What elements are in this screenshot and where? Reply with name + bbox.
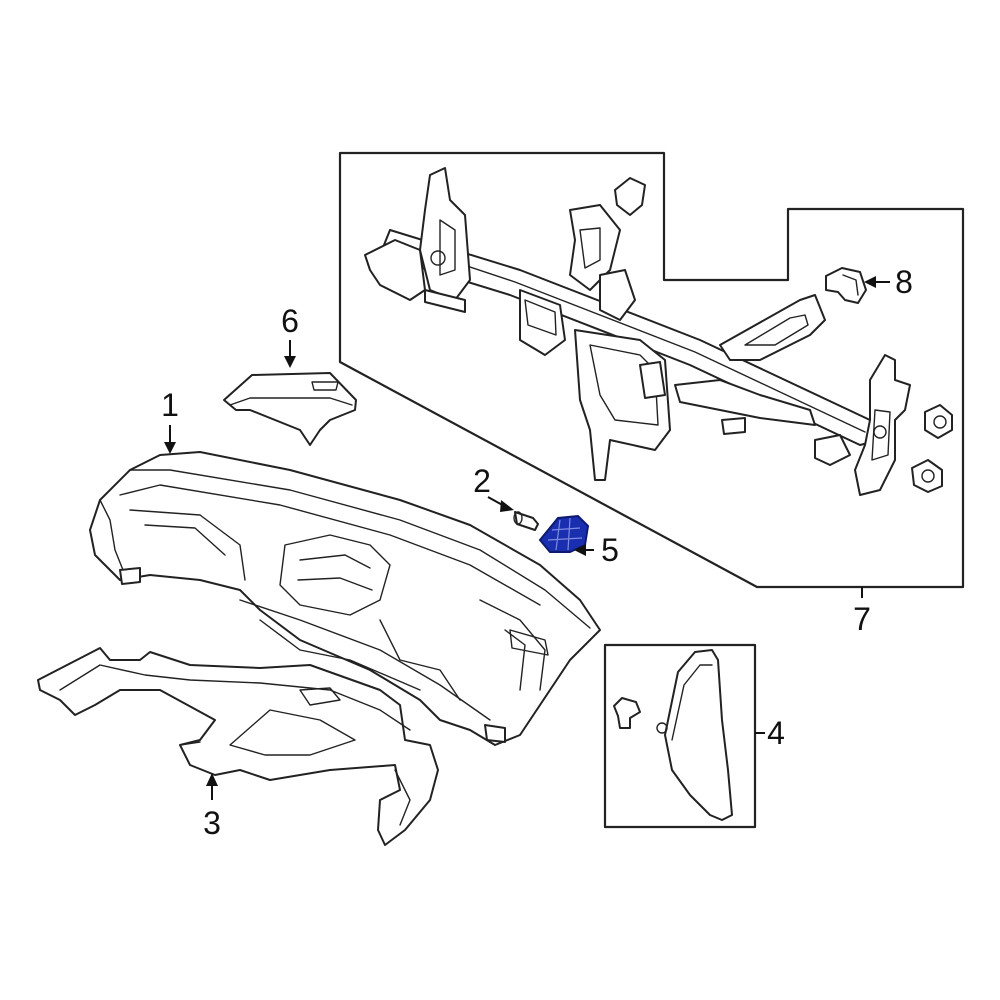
callout-7: 7 — [853, 601, 871, 637]
part-4-clip[interactable] — [613, 697, 641, 729]
part-1-instrument-panel[interactable] — [89, 451, 601, 746]
leader-2 — [487, 496, 514, 512]
part-2-cylinder[interactable] — [513, 511, 539, 531]
part-6-cover[interactable] — [223, 372, 357, 446]
leader-6 — [284, 340, 296, 368]
callout-6: 6 — [281, 303, 299, 339]
callout-8: 8 — [895, 264, 913, 300]
part-8-bracket[interactable] — [825, 267, 867, 304]
callout-1: 1 — [161, 387, 179, 423]
leader-1 — [164, 425, 176, 454]
part-7-group-box — [338, 151, 965, 589]
callout-2: 2 — [473, 463, 491, 499]
part-5-highlighted[interactable] — [538, 514, 590, 553]
callout-5: 5 — [601, 532, 619, 568]
beam-clip-upper[interactable] — [924, 404, 953, 439]
leader-5 — [574, 544, 594, 556]
part-3-lower-reinforcement[interactable] — [37, 647, 439, 846]
beam-clip-lower[interactable] — [911, 459, 943, 493]
leader-3 — [206, 773, 218, 800]
callout-4: 4 — [767, 715, 785, 751]
leader-8 — [864, 276, 890, 288]
part-4-group-box — [603, 643, 757, 829]
callout-3: 3 — [203, 805, 221, 841]
part-4-side-panel[interactable] — [656, 649, 733, 821]
part-7-cross-car-beam[interactable] — [364, 167, 911, 496]
